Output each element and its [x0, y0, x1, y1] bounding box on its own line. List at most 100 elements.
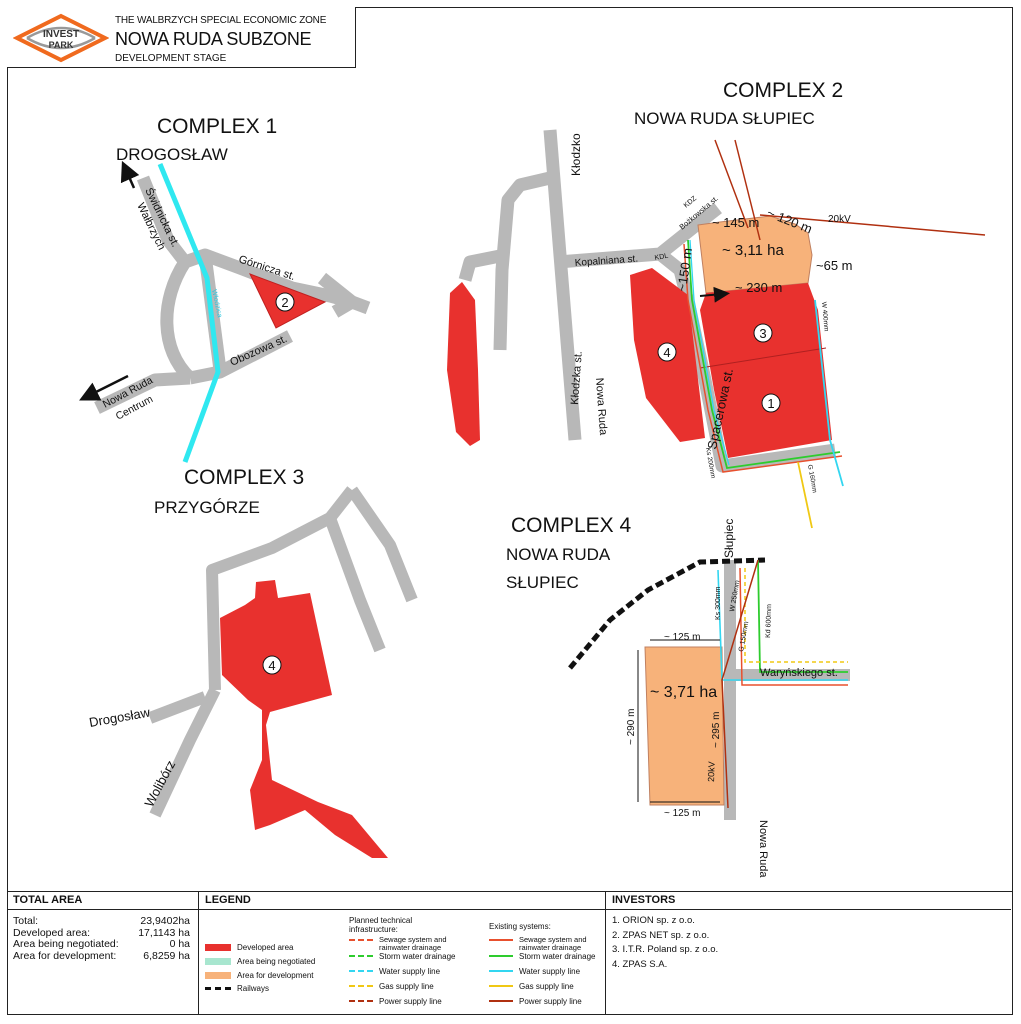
plot-marker: [761, 393, 781, 413]
total-area-title: TOTAL AREA: [7, 892, 198, 910]
swatch-railway: [205, 987, 231, 990]
map-frame: [7, 7, 1013, 1015]
info-panel: TOTAL AREA Total:23,9402ha Developed are…: [7, 891, 1013, 1015]
plot-marker: [753, 323, 773, 343]
utility-label: G 160mm: [806, 464, 818, 493]
legend-label: Developed area: [237, 943, 294, 952]
investor-item: 4. ZPAS S.A.: [612, 958, 668, 970]
total-row: Area for development:6,8259 ha: [13, 949, 190, 962]
subzone-title: NOWA RUDA SUBZONE: [115, 29, 312, 49]
swatch-planned-sewage: [349, 939, 373, 941]
complex-1: 2 COMPLEX 1 DROGOSŁAW Świdnicka st. Wałb…: [79, 115, 371, 463]
plot-marker: [275, 292, 295, 312]
street-label: Obozowa st.: [228, 333, 289, 369]
place-label: Nowa Ruda: [593, 377, 609, 436]
plot-boundary: [699, 347, 827, 369]
legend-label: Sewage system and rainwater drainage: [379, 935, 447, 952]
road-code: KDL: [654, 253, 669, 262]
spacerowa-road: [655, 248, 836, 473]
road: [206, 486, 357, 691]
dimension: ~ 290 m: [626, 709, 637, 745]
legend-label: Water supply line: [519, 967, 581, 976]
legend-label: Area for development: [237, 971, 314, 980]
utility-label: Kd 600mm: [765, 604, 773, 638]
complex-subtitle: PRZYGÓRZE: [154, 498, 260, 517]
swatch-development: [205, 972, 231, 979]
swatch-existing-water: [489, 970, 513, 972]
invest-park-logo: INVEST PARK: [13, 13, 109, 63]
utility-label: G 150mm: [738, 621, 750, 653]
swatch-planned-gas: [349, 985, 373, 987]
storm-water-line: [757, 559, 848, 673]
area-label: ~ 3,71 ha: [650, 684, 717, 701]
legend-label: Area being negotiated: [237, 957, 316, 966]
investor-item: 1. ORION sp. z o.o.: [612, 915, 695, 926]
storm-water-line: [687, 239, 841, 470]
dimension: ~150 m: [674, 247, 695, 292]
power-line: [714, 139, 749, 229]
road: [324, 515, 386, 653]
road: [493, 171, 552, 351]
complex-2: 3 1 4 COMPLEX 2 NOWA RUDA SŁUPIEC Kłodzk…: [447, 79, 986, 529]
planned-title: Planned technical infrastructure:: [349, 916, 413, 934]
water-line: [689, 239, 730, 466]
swatch-negotiated: [205, 958, 231, 965]
dimension: ~ 125 m: [664, 808, 700, 819]
total-row: Developed area:17,1143 ha: [13, 926, 190, 939]
power-label: 20kV: [706, 761, 717, 782]
power-line-20kv: [759, 214, 986, 236]
direction-arrow: [79, 374, 129, 401]
power-line: [721, 559, 759, 809]
legend-label: Power supply line: [519, 997, 582, 1006]
place-label: Drogosław: [88, 704, 152, 730]
road: [347, 486, 418, 603]
gas-line: [797, 461, 813, 529]
legend-title: LEGEND: [199, 892, 605, 910]
street-label: Waryńskiego st.: [760, 667, 838, 679]
header: INVEST PARK THE WALBRZYCH SPECIAL ECONOM…: [7, 7, 356, 68]
power-line: [734, 139, 761, 241]
sewage-line: [683, 243, 843, 473]
plot-number: 4: [268, 658, 275, 673]
legend-label: Storm water drainage: [519, 952, 596, 961]
legend-label: Sewage system and rainwater drainage: [519, 935, 587, 952]
legend-label: Water supply line: [379, 967, 441, 976]
legend-label: Railways: [237, 984, 270, 993]
dimension: ~ 295 m: [711, 712, 722, 748]
complex-subtitle: NOWA RUDA SŁUPIEC: [634, 109, 815, 128]
street-label: Kopalniana st.: [574, 254, 638, 269]
utility-label: Ks 300mm: [715, 586, 722, 620]
plot-number: 1: [767, 396, 774, 411]
railway: [568, 557, 766, 670]
dimension: ~ 230 m: [735, 280, 782, 295]
street-label: Kłodzka st.: [569, 351, 585, 406]
power-label: 20kV: [828, 214, 851, 225]
swatch-existing-gas: [489, 985, 513, 987]
area-label: ~ 3,11 ha: [722, 242, 785, 259]
road: [160, 258, 195, 383]
zone-name: THE WALBRZYCH SPECIAL ECONOMIC ZONE: [115, 15, 327, 26]
road: [136, 175, 354, 309]
swatch-existing-sewage: [489, 939, 513, 941]
place-label: Słupiec: [722, 519, 736, 558]
swatch-planned-storm: [349, 955, 373, 957]
direction-arrow: [120, 160, 140, 189]
gas-line: [744, 568, 848, 663]
dimension: ~ 145 m: [712, 215, 759, 230]
swatch-existing-storm: [489, 955, 513, 957]
swatch-planned-power: [349, 1000, 373, 1002]
road-code: KDZ: [683, 195, 699, 210]
complex-4: COMPLEX 4 NOWA RUDA SŁUPIEC Słupiec Wary…: [506, 514, 850, 878]
svg-text:INVEST: INVEST: [43, 29, 79, 40]
road: [147, 691, 208, 724]
swatch-developed: [205, 944, 231, 951]
road: [349, 295, 371, 315]
place-label: Nowa Ruda: [757, 820, 769, 878]
complex-subtitle: DROGOSŁAW: [116, 145, 228, 164]
legend-label: Storm water drainage: [379, 952, 456, 961]
road: [458, 248, 507, 282]
plot-4: [220, 580, 388, 858]
complex-subtitle: SŁUPIEC: [506, 573, 579, 592]
road: [149, 687, 221, 818]
plot-marker: [262, 655, 282, 675]
